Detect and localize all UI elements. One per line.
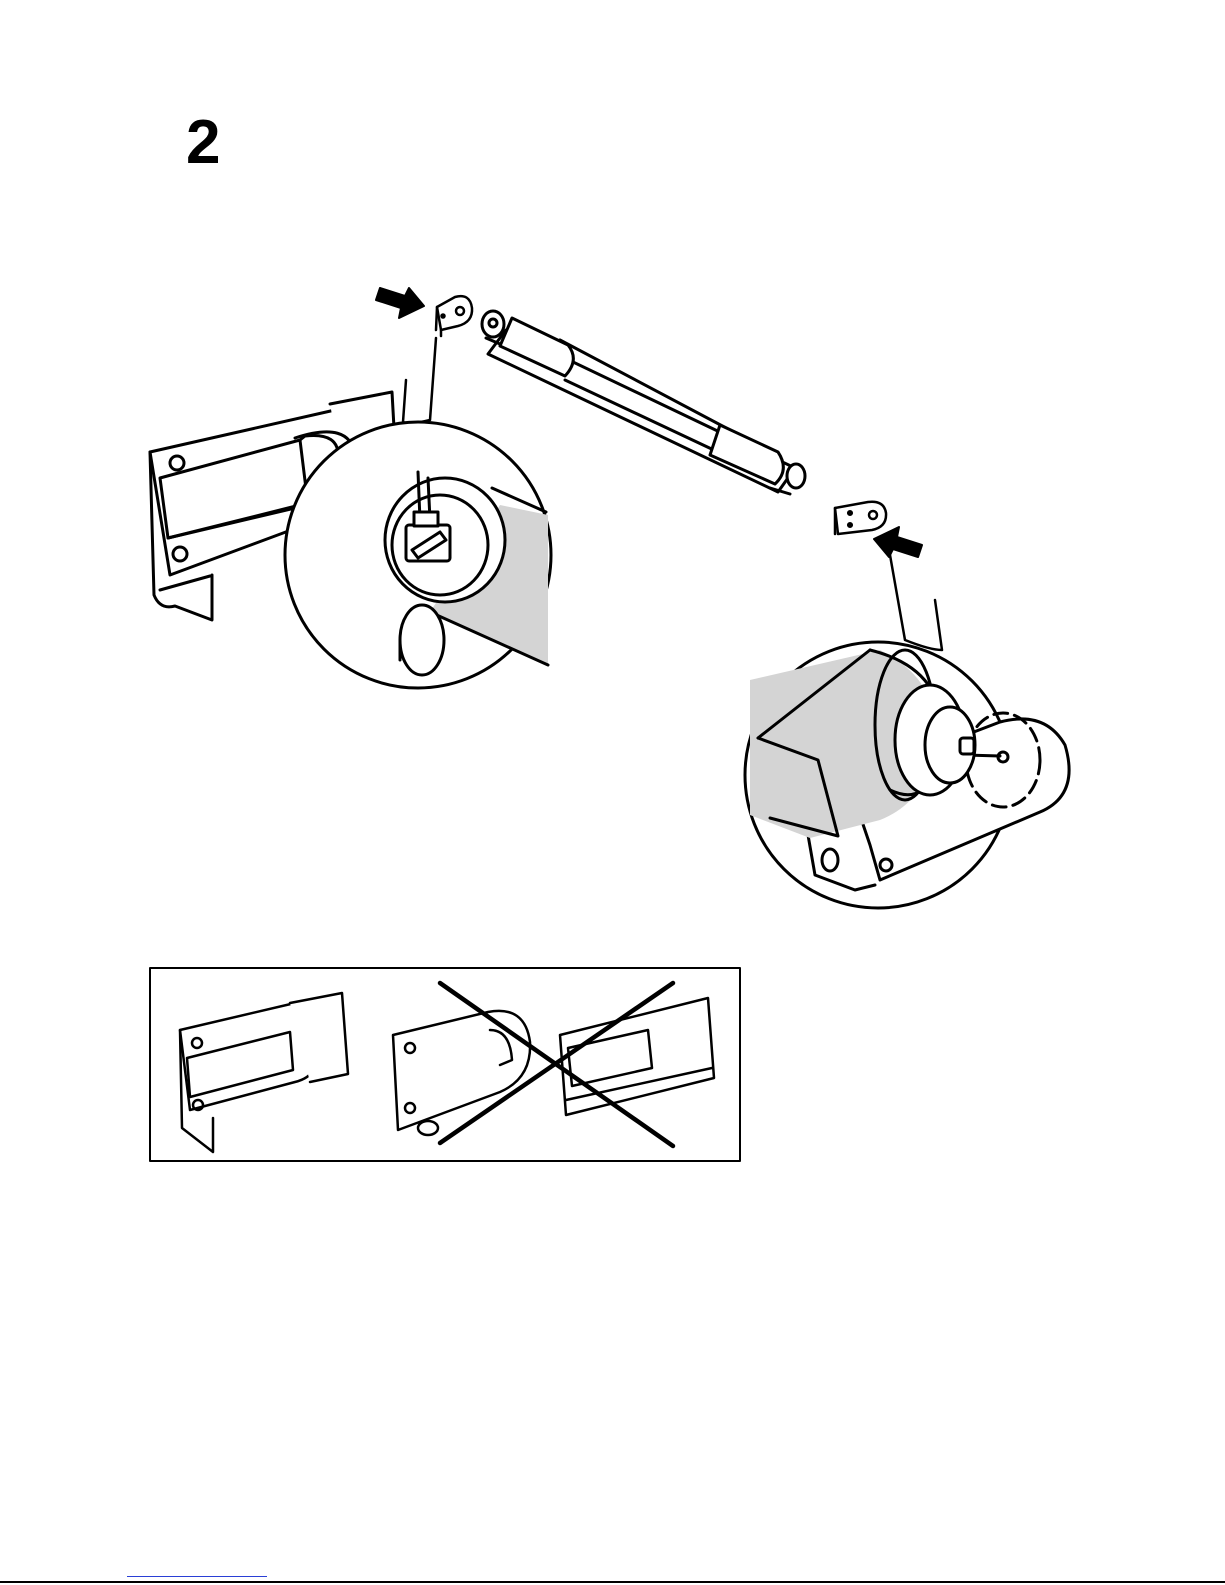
footer-rule xyxy=(0,1581,1225,1583)
arrow-left-icon xyxy=(874,527,922,557)
footer-link-underline[interactable] xyxy=(127,1576,267,1577)
right-bracket-detail xyxy=(745,555,1069,908)
roller-tube xyxy=(482,311,805,494)
left-bracket-detail xyxy=(285,338,551,688)
comparison-box xyxy=(150,968,740,1161)
left-bracket-clip xyxy=(436,296,472,336)
arrow-right-icon xyxy=(376,288,424,318)
right-bracket-clip xyxy=(835,502,886,534)
